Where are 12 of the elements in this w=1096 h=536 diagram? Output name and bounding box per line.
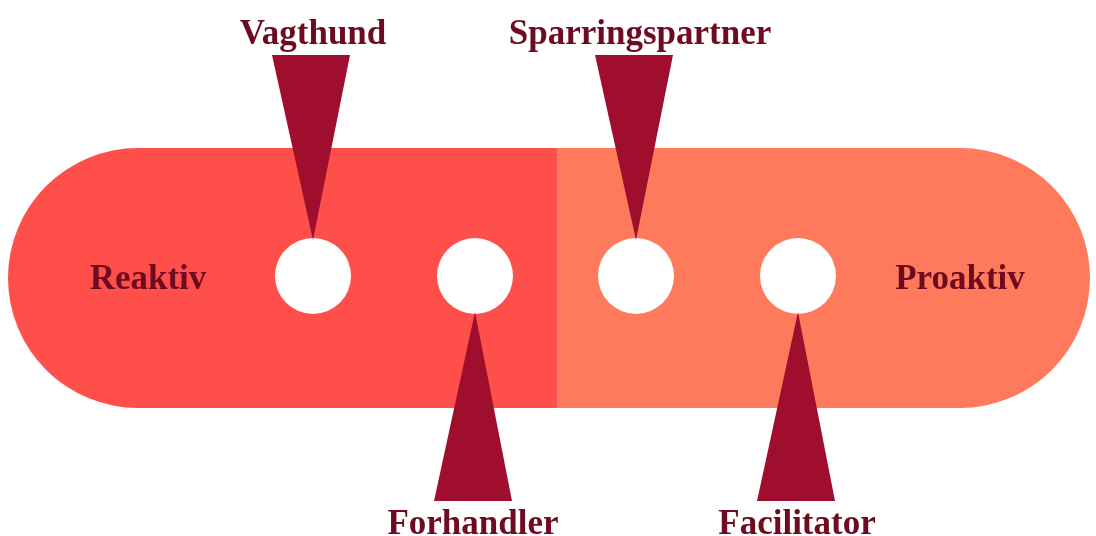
- role-label: Facilitator: [718, 503, 876, 536]
- role-label: Vagthund: [239, 13, 387, 53]
- role-label: Forhandler: [387, 503, 559, 536]
- category-label: Proaktiv: [895, 258, 1025, 298]
- pointer-wedge: [272, 55, 350, 240]
- role-label: Sparringspartner: [508, 13, 772, 53]
- pill-half: [8, 148, 557, 408]
- pointer-wedge: [595, 55, 673, 240]
- pointer-wedge: [434, 312, 512, 501]
- pill-half: [557, 148, 1090, 408]
- pointer-wedge: [757, 312, 835, 501]
- category-label: Reaktiv: [89, 258, 207, 298]
